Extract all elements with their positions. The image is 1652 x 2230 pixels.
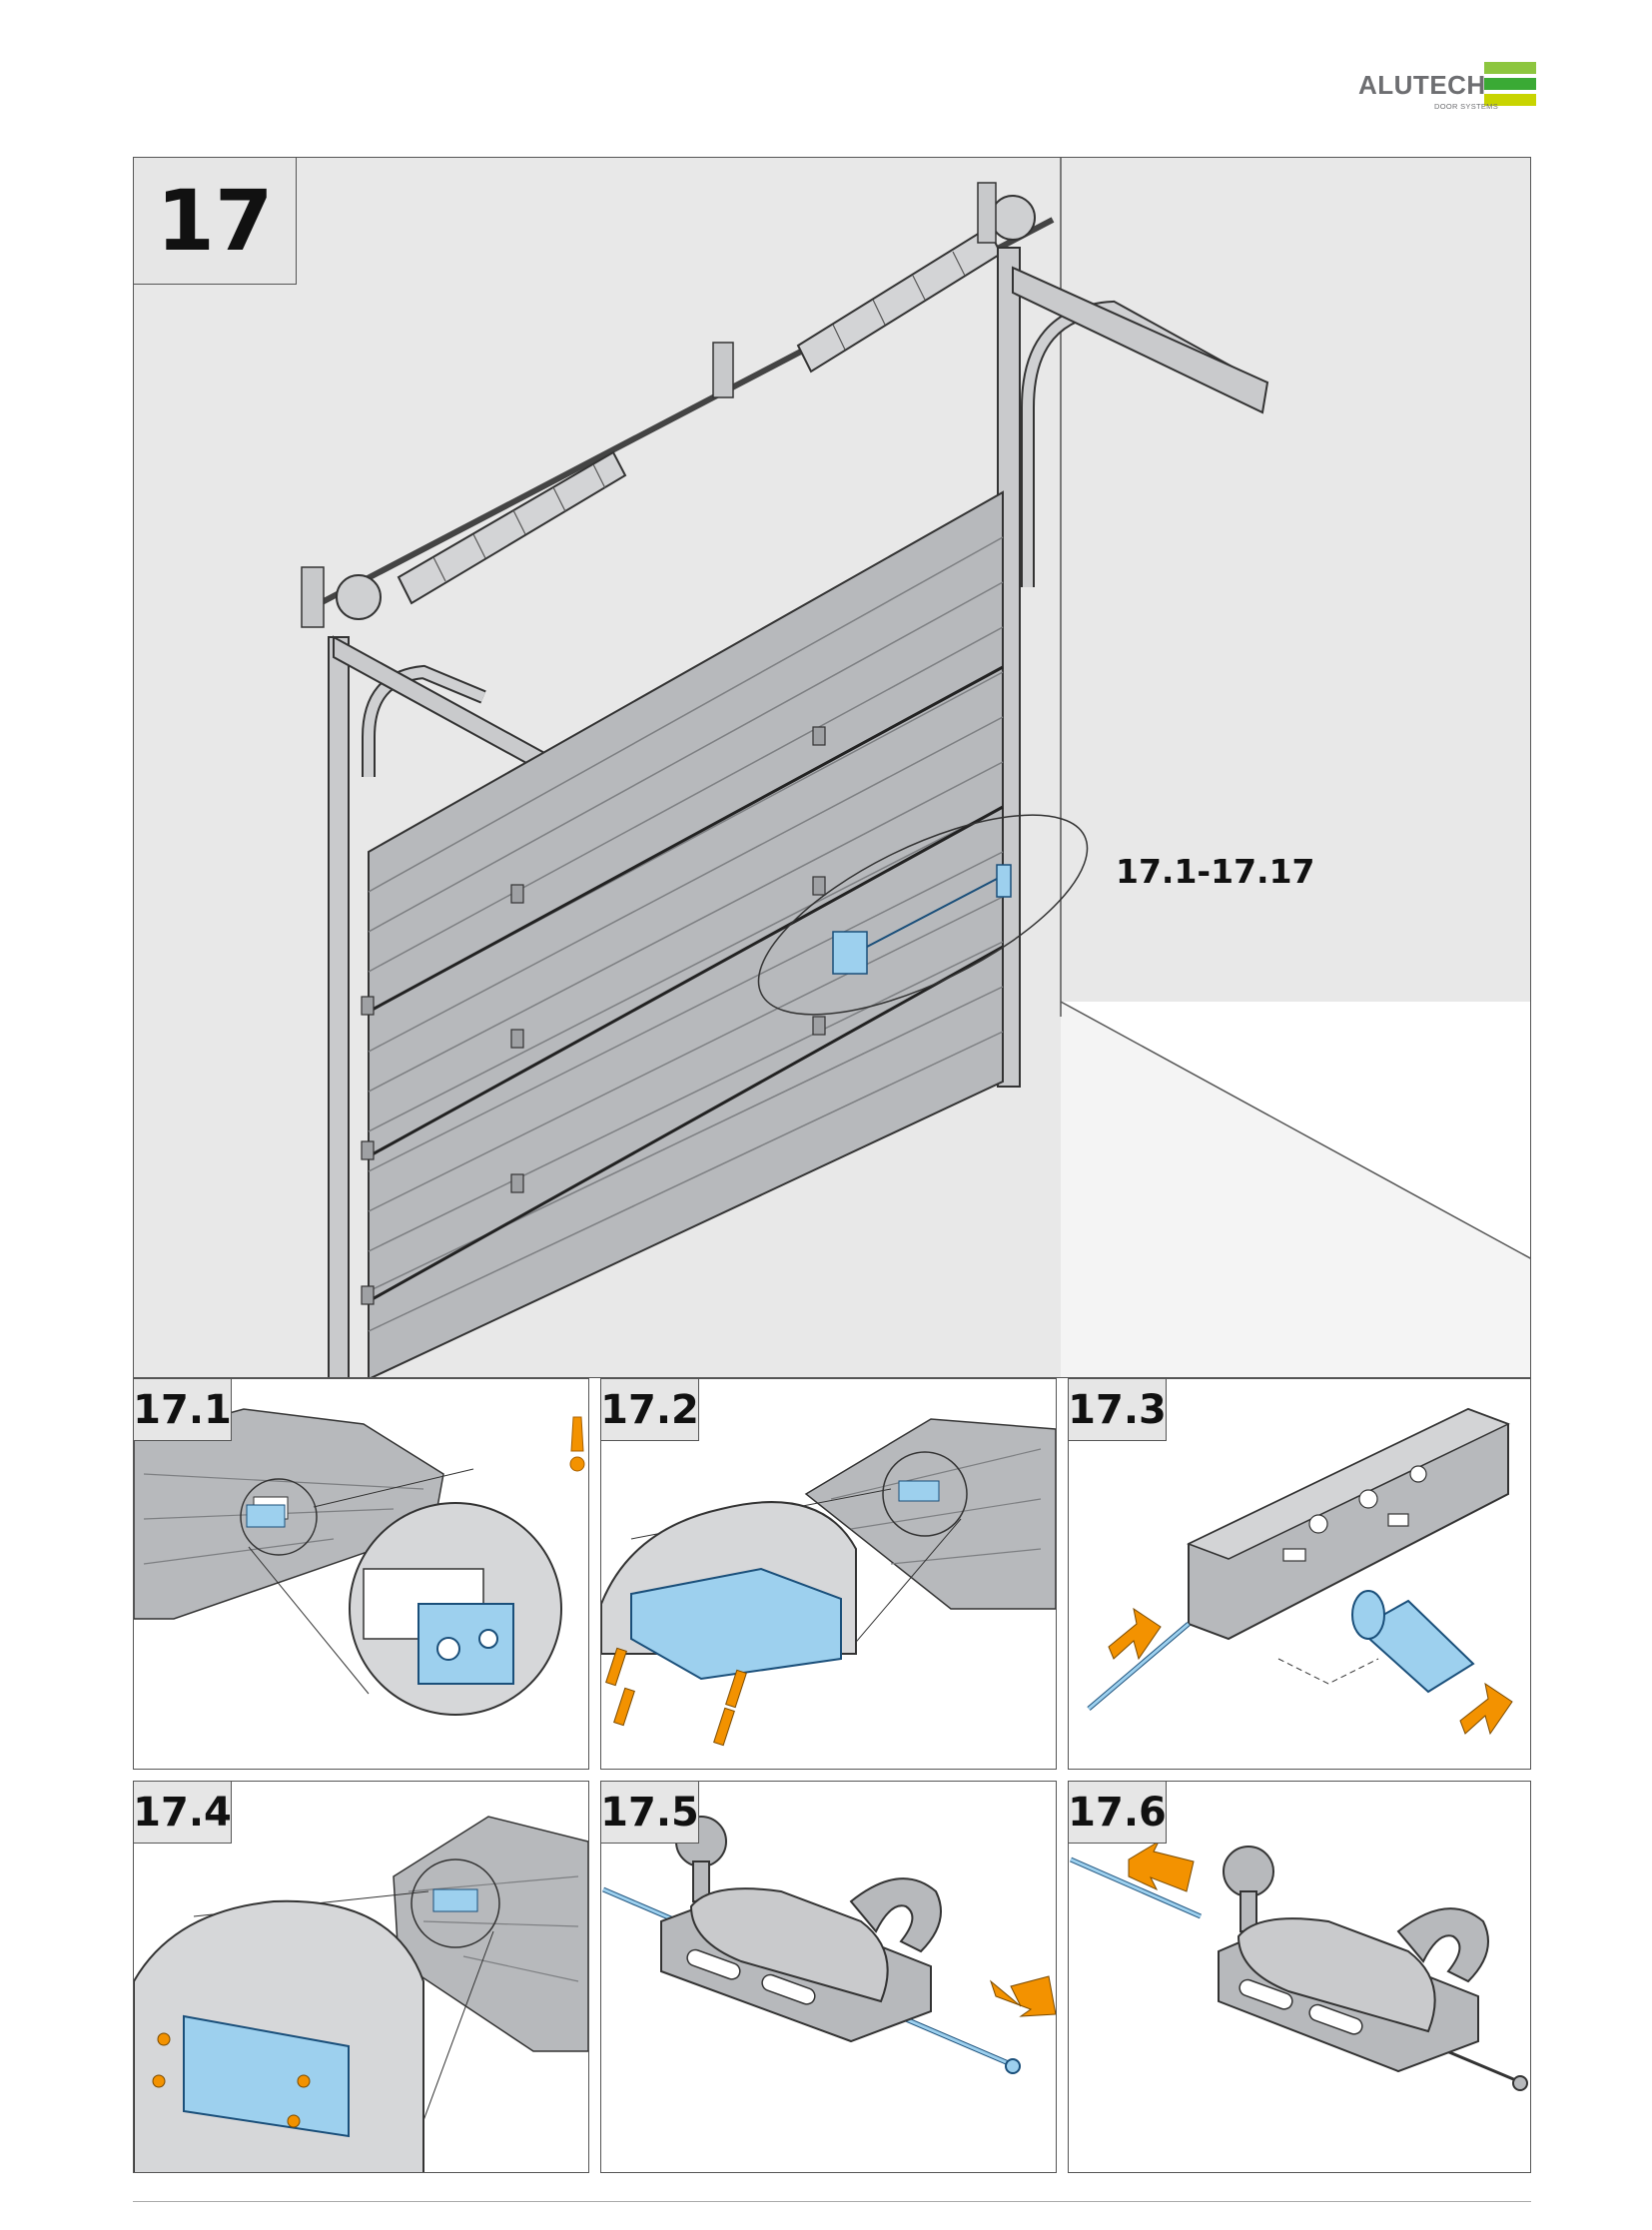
step-label: 17.2	[601, 1379, 699, 1441]
main-step-panel: 17 17.1-17.17	[133, 157, 1531, 1378]
step-number: 17	[134, 158, 297, 285]
step-label: 17.3	[1069, 1379, 1167, 1441]
logo-stripes-icon	[1484, 62, 1536, 110]
step-17-1-panel: 17.1	[133, 1378, 589, 1770]
garage-door-illustration	[134, 158, 1530, 1377]
step-label: 17.1	[134, 1379, 232, 1441]
step-label: 17.4	[134, 1782, 232, 1844]
step-reference: 17.1-17.17	[1116, 852, 1315, 891]
step-17-6-panel: 17.6	[1068, 1781, 1531, 2173]
step-label: 17.5	[601, 1782, 699, 1844]
brand-subtitle: DOOR SYSTEMS	[1434, 102, 1499, 111]
step-17-3-panel: 17.3	[1068, 1378, 1531, 1770]
footer-divider	[133, 2201, 1531, 2202]
step-17-4-panel: 17.4	[133, 1781, 589, 2173]
warning-exclamation-icon	[569, 1416, 585, 1472]
brand-name: ALUTECH	[1358, 70, 1486, 100]
step-17-2-panel: 17.2	[600, 1378, 1057, 1770]
step-17-5-panel: 17.5	[600, 1781, 1057, 2173]
brand-logo: ALUTECH DOOR SYSTEMS	[1358, 62, 1536, 112]
step-label: 17.6	[1069, 1782, 1167, 1844]
